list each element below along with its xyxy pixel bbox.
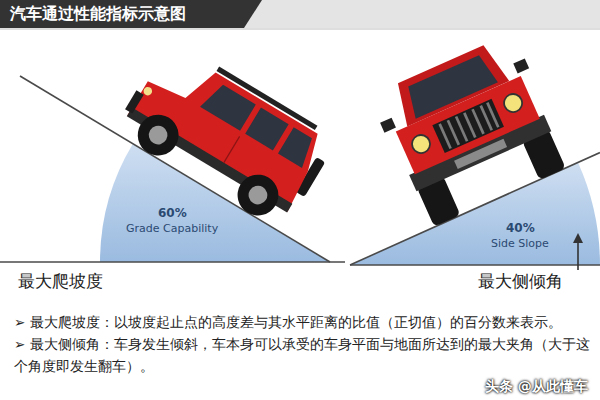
front-view-vehicle xyxy=(487,103,498,128)
percent-value: 40% xyxy=(506,219,535,238)
pointer-arrow xyxy=(577,240,579,270)
title-banner xyxy=(0,0,262,28)
front-view-vehicle xyxy=(440,124,451,149)
side-view-vehicle xyxy=(230,167,286,223)
watermark: 头条 @从此懂车 xyxy=(485,375,588,397)
side-view-vehicle xyxy=(216,67,317,130)
front-view-vehicle xyxy=(390,42,510,127)
side-view-vehicle xyxy=(142,85,154,97)
front-view-vehicle xyxy=(454,139,507,169)
side-view-vehicle xyxy=(245,182,271,208)
front-view-vehicle xyxy=(473,109,484,134)
side-view-vehicle xyxy=(125,90,144,113)
title-banner xyxy=(0,0,600,29)
side-view-vehicle xyxy=(245,108,288,151)
front-view-vehicle xyxy=(464,113,475,138)
definition-note: ➢ 最大侧倾角：车身发生倾斜，车本身可以承受的车身平面与地面所达到的最大夹角（大… xyxy=(14,334,590,377)
side-view-vehicle xyxy=(224,136,240,162)
side-view-vehicle xyxy=(127,45,330,212)
side-view-vehicle xyxy=(112,36,339,233)
percent-value: 60% xyxy=(158,204,187,223)
definition-note: ➢ 最大爬坡度：以坡度起止点的高度差与其水平距离的比值（正切值）的百分数来表示。 xyxy=(14,312,590,334)
front-view-vehicle xyxy=(513,58,529,73)
front-view-vehicle xyxy=(440,103,499,149)
side-view-vehicle xyxy=(278,127,318,168)
pointer-arrow xyxy=(573,233,583,270)
english-label: Grade Capability xyxy=(126,220,218,238)
side-view-vehicle xyxy=(145,122,171,148)
title-banner xyxy=(0,29,600,30)
ground-line xyxy=(350,264,600,266)
english-label: Side Slope xyxy=(491,235,549,253)
front-view-vehicle xyxy=(448,120,459,145)
diagram-title: 汽车通过性能指标示意图 xyxy=(10,4,186,24)
pointer-arrow xyxy=(573,233,583,243)
side-view-vehicle xyxy=(130,107,186,163)
front-view-vehicle xyxy=(456,117,467,142)
front-view-vehicle xyxy=(380,118,396,133)
title-banner xyxy=(0,0,600,28)
ground-line xyxy=(350,153,600,266)
front-view-vehicle xyxy=(409,132,433,156)
metric-name: 最大爬坡度 xyxy=(18,268,103,295)
angle-sector xyxy=(350,163,600,266)
angle-sector xyxy=(100,144,600,266)
front-view-vehicle xyxy=(501,91,525,115)
ground-line xyxy=(0,261,345,263)
front-view-vehicle xyxy=(368,32,572,230)
metric-name: 最大侧倾角 xyxy=(478,268,563,295)
